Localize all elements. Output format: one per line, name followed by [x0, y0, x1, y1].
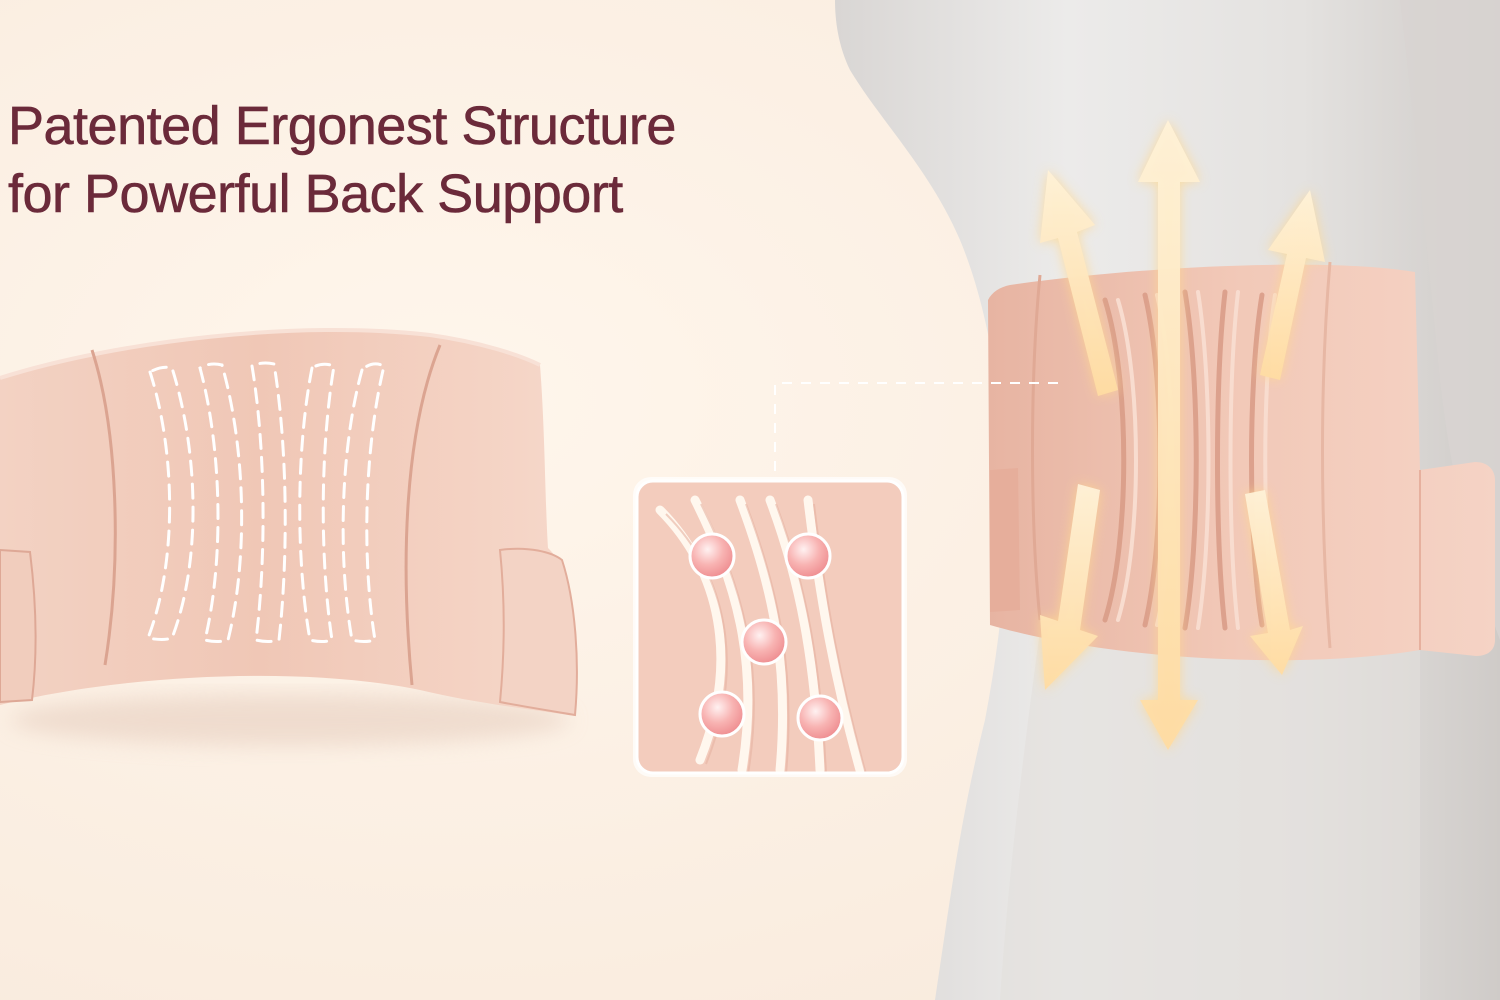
- zoom-callout: [633, 477, 907, 777]
- headline: Patented Ergonest Structure for Powerful…: [8, 92, 808, 228]
- headline-line-1: Patented Ergonest Structure: [8, 96, 677, 157]
- pressure-point-icon: [688, 532, 844, 742]
- up-down-arrow-icon: [1040, 120, 1325, 750]
- headline-line-2: for Powerful Back Support: [8, 164, 624, 225]
- belt-product: [0, 328, 578, 746]
- callout-connector: [774, 382, 1058, 478]
